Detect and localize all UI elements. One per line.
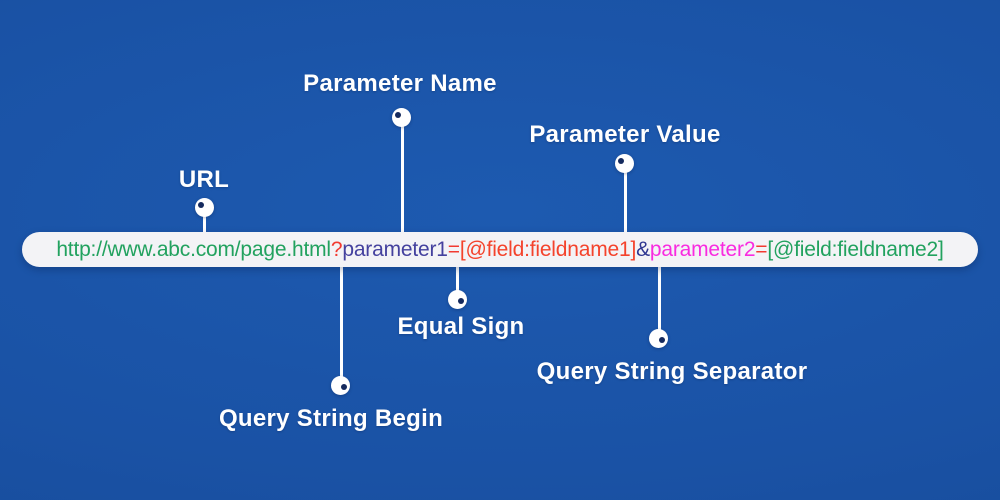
pointer-line [624,163,627,233]
callout-query-string-begin-label: Query String Begin [218,405,444,432]
pin-dot-inner [458,298,464,304]
pointer-line [456,266,459,299]
pin-dot-inner [395,112,401,118]
pin-dot-inner [659,337,665,343]
url-segment-param1-name: parameter1 [342,237,448,261]
callout-url-label: URL [178,166,230,193]
pin-dot-inner [618,158,624,164]
url-segment-base-url: http://www.abc.com/page.html [56,237,331,261]
pin-dot-inner [341,384,347,390]
pin-dot-inner [198,202,204,208]
pointer-line [401,117,404,233]
url-segment-equal-sign-1: = [447,237,460,261]
callout-equal-sign-label: Equal Sign [397,313,525,340]
callout-parameter-value-label: Parameter Value [529,121,721,148]
url-segment-separator: & [636,237,650,261]
url-segment-query-begin: ? [330,237,343,261]
pointer-line [340,266,343,385]
pin-dot-icon [195,198,214,217]
url-segment-param2-name: parameter2 [649,237,756,261]
pin-dot-icon [615,154,634,173]
pointer-line [658,266,661,338]
callout-query-string-separator-label: Query String Separator [536,358,808,385]
callout-parameter-name-label: Parameter Name [303,70,497,97]
pointer-line [203,207,206,234]
pin-dot-icon [392,108,411,127]
url-segment-param1-value: [@field:fieldname1] [459,237,637,261]
url-segment-equal-sign-2: = [755,237,768,261]
pin-dot-icon [448,290,467,309]
pin-dot-icon [331,376,350,395]
url-bar: http://www.abc.com/page.html ? parameter… [22,232,978,267]
url-segment-param2-value: [@field:fieldname2] [767,237,944,261]
pin-dot-icon [649,329,668,348]
